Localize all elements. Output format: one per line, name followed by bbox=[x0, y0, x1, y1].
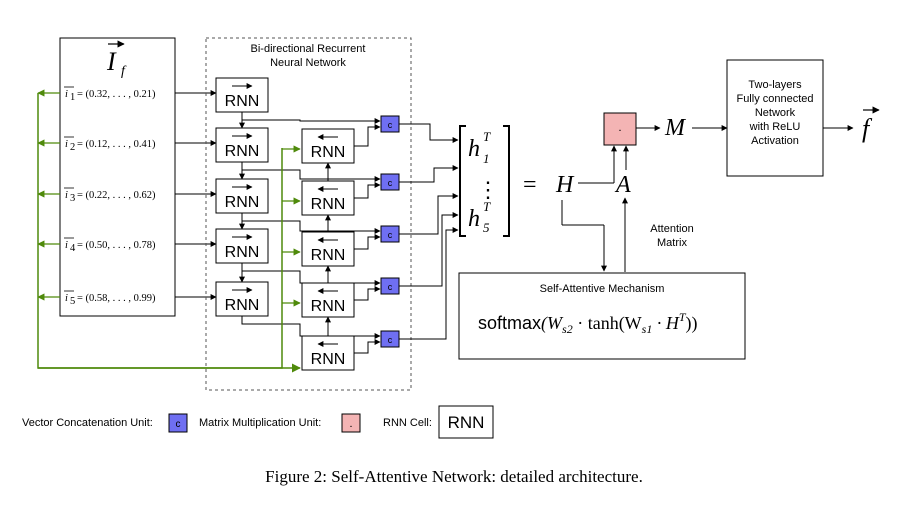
legend-rnn-symbol bbox=[438, 405, 494, 439]
svg-text:RNN: RNN bbox=[311, 351, 346, 368]
svg-text:c: c bbox=[388, 230, 393, 240]
rnn-forward-cell-2: RNN bbox=[215, 127, 269, 163]
rnn-forward-cell-3: RNN bbox=[215, 178, 269, 214]
svg-text:= (0.22, . . . , 0.62): = (0.22, . . . , 0.62) bbox=[77, 190, 156, 201]
svg-text:= (0.58, . . . , 0.99): = (0.58, . . . , 0.99) bbox=[77, 293, 156, 304]
rnn-forward-cell-1: RNN bbox=[215, 77, 269, 113]
rnn-backward-cell-3: RNN bbox=[301, 231, 355, 267]
svg-text:= (0.32, . . . , 0.21): = (0.32, . . . , 0.21) bbox=[77, 89, 156, 100]
fc-line-4: with ReLU bbox=[749, 121, 801, 133]
fc-line-2: Fully connected bbox=[736, 93, 813, 105]
fc-line-1: Two-layers bbox=[748, 79, 802, 91]
legend-rnn-text: RNN Cell: bbox=[383, 417, 432, 429]
matrix-dots: ⋮ bbox=[477, 177, 499, 202]
svg-text:i: i bbox=[65, 240, 68, 251]
svg-text:3: 3 bbox=[70, 193, 75, 204]
rnn-backward-cell-1: RNN bbox=[301, 128, 355, 164]
svg-text:c: c bbox=[388, 335, 393, 345]
svg-text:I: I bbox=[106, 47, 117, 76]
figure-caption: Figure 2: Self-Attentive Network: detail… bbox=[265, 467, 643, 486]
svg-text:RNN: RNN bbox=[311, 144, 346, 161]
svg-text:T: T bbox=[483, 199, 491, 214]
self-attention-formula: softmax(Ws2 · tanh(Ws1 · HT)) bbox=[478, 310, 698, 336]
concat-unit-5: c bbox=[380, 330, 400, 348]
svg-text:c: c bbox=[388, 282, 393, 292]
legend-concat-symbol bbox=[168, 413, 188, 433]
svg-text:5: 5 bbox=[70, 296, 75, 307]
svg-text:RNN: RNN bbox=[311, 247, 346, 264]
concat-unit-2: c bbox=[380, 173, 400, 191]
input-title: I f bbox=[106, 40, 127, 79]
birnn-title-1: Bi-directional Recurrent bbox=[251, 43, 366, 55]
svg-text:RNN: RNN bbox=[448, 413, 485, 432]
birnn-box bbox=[205, 37, 412, 391]
rnn-forward-cell-5: RNN bbox=[215, 281, 269, 317]
svg-text:i: i bbox=[65, 293, 68, 304]
matmul-unit bbox=[603, 112, 637, 146]
svg-text:c: c bbox=[388, 120, 393, 130]
svg-text:T: T bbox=[483, 129, 491, 144]
svg-text:5: 5 bbox=[483, 220, 490, 235]
A-symbol: A bbox=[614, 172, 631, 198]
svg-text:RNN: RNN bbox=[225, 93, 260, 110]
fc-network-box bbox=[726, 59, 824, 177]
svg-text:= (0.12, . . . , 0.41): = (0.12, . . . , 0.41) bbox=[77, 139, 156, 150]
matrix-bottom-h: h bbox=[468, 206, 480, 232]
svg-text:RNN: RNN bbox=[225, 244, 260, 261]
svg-text:1: 1 bbox=[483, 151, 490, 166]
birnn-title-2: Neural Network bbox=[270, 57, 346, 69]
rnn-backward-cell-2: RNN bbox=[301, 180, 355, 216]
M-symbol: M bbox=[664, 115, 687, 141]
legend-matmul-text: Matrix Multiplication Unit: bbox=[199, 417, 321, 429]
svg-text:f: f bbox=[862, 114, 873, 143]
svg-text:c: c bbox=[176, 419, 181, 430]
svg-text:i: i bbox=[65, 190, 68, 201]
legend-matmul-symbol bbox=[341, 413, 361, 433]
legend-concat-text: Vector Concatenation Unit: bbox=[22, 417, 153, 429]
H-symbol: H bbox=[555, 172, 575, 198]
concat-unit-3: c bbox=[380, 225, 400, 243]
svg-text:f: f bbox=[121, 64, 127, 79]
fc-line-5: Activation bbox=[751, 135, 799, 147]
attention-label-2: Matrix bbox=[657, 237, 687, 249]
svg-text:.: . bbox=[619, 120, 622, 134]
svg-text:.: . bbox=[350, 418, 353, 430]
concat-unit-4: c bbox=[380, 277, 400, 295]
concat-unit-1: c bbox=[380, 115, 400, 133]
f-output-symbol: f bbox=[862, 106, 880, 143]
svg-text:i: i bbox=[65, 139, 68, 150]
svg-text:4: 4 bbox=[70, 243, 76, 254]
input-vector-box bbox=[59, 37, 176, 317]
svg-text:RNN: RNN bbox=[311, 298, 346, 315]
input-feedback-lines bbox=[37, 93, 301, 373]
self-attention-title: Self-Attentive Mechanism bbox=[540, 283, 665, 295]
svg-text:RNN: RNN bbox=[225, 194, 260, 211]
svg-text:1: 1 bbox=[70, 92, 75, 103]
svg-text:RNN: RNN bbox=[225, 297, 260, 314]
rnn-backward-cell-4: RNN bbox=[301, 282, 355, 318]
svg-text:RNN: RNN bbox=[225, 143, 260, 160]
self-attention-box bbox=[458, 272, 746, 360]
svg-text:RNN: RNN bbox=[311, 196, 346, 213]
equals-sign: = bbox=[523, 172, 537, 198]
svg-text:c: c bbox=[388, 178, 393, 188]
rnn-backward-cell-5: RNN bbox=[301, 335, 355, 371]
h-matrix: h 1 T ⋮ h 5 T bbox=[459, 125, 510, 237]
attention-label-1: Attention bbox=[650, 223, 693, 235]
svg-text:2: 2 bbox=[70, 142, 75, 153]
svg-text:= (0.50, . . . , 0.78): = (0.50, . . . , 0.78) bbox=[77, 240, 156, 251]
matrix-top-h: h bbox=[468, 136, 480, 162]
svg-text:i: i bbox=[65, 89, 68, 100]
rnn-forward-cell-4: RNN bbox=[215, 228, 269, 264]
fc-line-3: Network bbox=[755, 107, 796, 119]
